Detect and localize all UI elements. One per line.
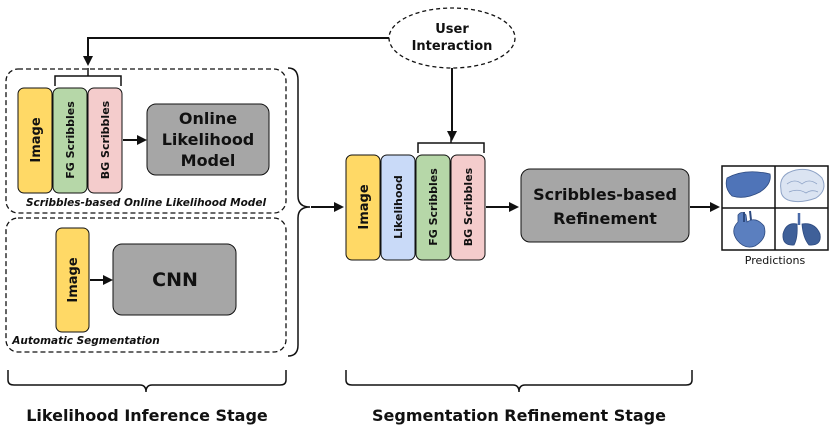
cnn-label: CNN xyxy=(152,269,198,291)
user-interaction-line1: User xyxy=(435,22,469,37)
predictions-grid xyxy=(721,165,829,251)
left-stage-label: Likelihood Inference Stage xyxy=(26,406,268,425)
online-likelihood-model-box: Online Likelihood Model xyxy=(146,103,270,176)
ref-fg-label: FG Scribbles xyxy=(427,168,440,246)
right-stage-brace xyxy=(345,370,693,393)
user-interaction-node: User Interaction xyxy=(388,7,516,69)
left-stage-brace xyxy=(7,370,287,393)
ref-fg-block: FG Scribbles xyxy=(415,154,451,261)
top-image-label: Image xyxy=(29,117,44,162)
top-image-block: Image xyxy=(17,87,53,194)
ref-likelihood-label: Likelihood xyxy=(392,175,405,239)
top-fg-block: FG Scribbles xyxy=(52,87,88,194)
top-bg-block: BG Scribbles xyxy=(87,87,123,194)
lungs-icon xyxy=(782,213,821,246)
top-fg-label: FG Scribbles xyxy=(64,101,77,179)
merge-brace xyxy=(287,67,311,357)
refine-line1: Scribbles-based xyxy=(533,185,677,204)
top-scribble-brace xyxy=(54,68,122,86)
automatic-segmentation-group xyxy=(5,217,287,353)
feedback-arrow-left xyxy=(83,37,389,66)
predictions-label: Predictions xyxy=(745,254,806,267)
refine-line2: Refinement xyxy=(553,209,657,228)
brain-icon xyxy=(780,168,825,203)
scribbles-refinement-box: Scribbles-based Refinement xyxy=(520,168,690,243)
liver-icon xyxy=(725,171,771,198)
ref-image-block: Image xyxy=(345,154,381,261)
ref-image-label: Image xyxy=(357,184,372,229)
top-bg-label: BG Scribbles xyxy=(99,100,112,179)
ref-likelihood-block: Likelihood xyxy=(380,154,416,261)
likelihood-model-caption: Scribbles-based Online Likelihood Model xyxy=(26,197,267,209)
ref-bg-block: BG Scribbles xyxy=(450,154,486,261)
automatic-caption: Automatic Segmentation xyxy=(11,335,160,347)
model-line2: Likelihood xyxy=(162,130,255,149)
model-line3: Model xyxy=(181,151,236,170)
bottom-image-block: Image xyxy=(55,227,90,333)
cnn-box: CNN xyxy=(112,243,237,316)
bottom-image-label: Image xyxy=(66,257,81,302)
right-stage-label: Segmentation Refinement Stage xyxy=(372,406,666,425)
ref-bg-label: BG Scribbles xyxy=(462,167,475,246)
user-interaction-line2: Interaction xyxy=(412,39,493,54)
model-line1: Online xyxy=(179,109,237,128)
heart-icon xyxy=(733,210,766,248)
ref-scribble-brace xyxy=(417,137,485,153)
likelihood-model-group xyxy=(5,68,287,214)
